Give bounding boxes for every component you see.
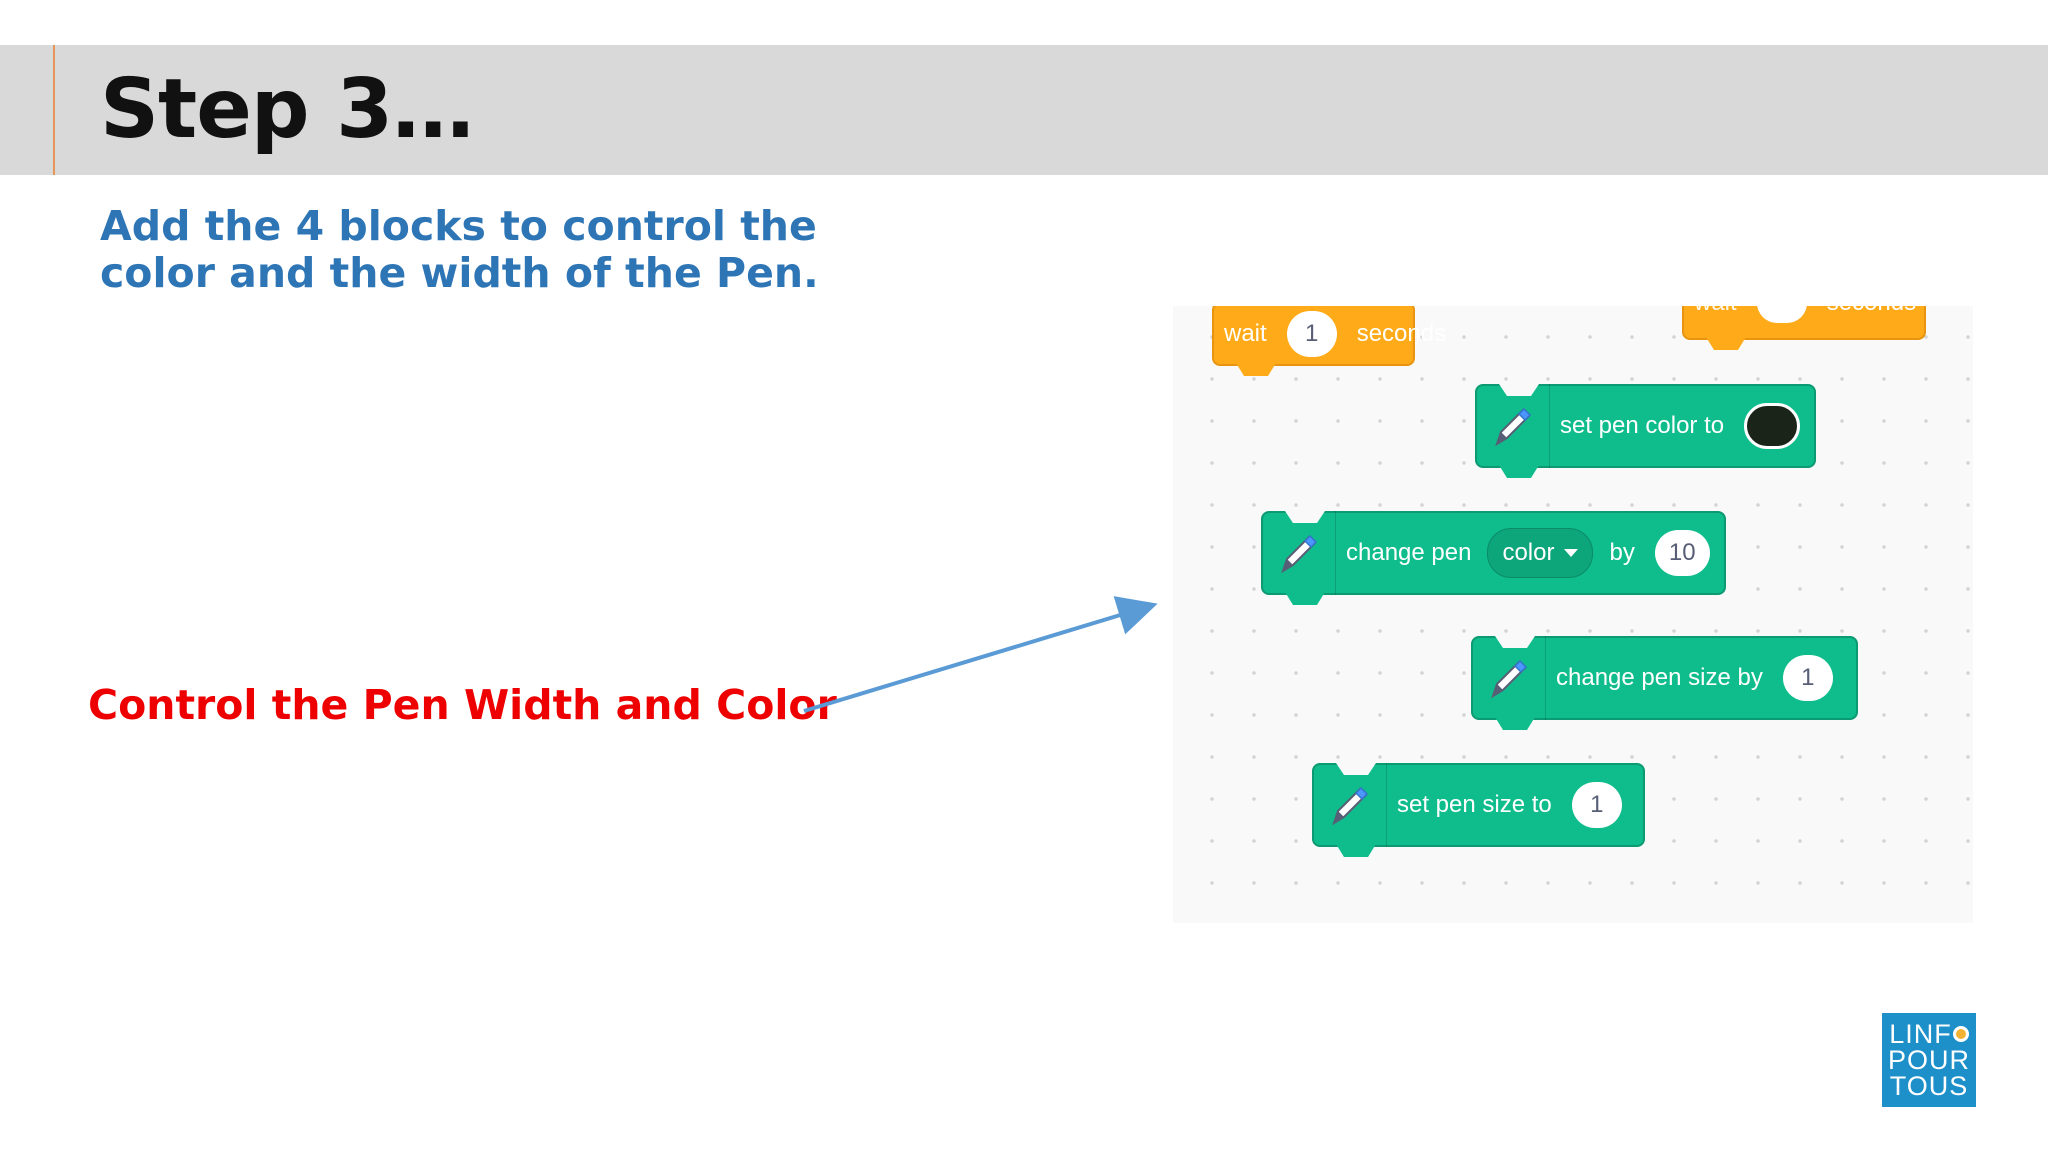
set-pen-size-block[interactable]: set pen size to 1 (1312, 763, 1645, 847)
pen-param-value: color (1502, 539, 1555, 566)
pen-icon (1477, 384, 1550, 468)
callout-label: Control the Pen Width and Color (88, 681, 837, 729)
scratch-workspace[interactable]: wait 1 seconds wait seconds set pen colo… (1173, 306, 1973, 923)
logo-line-3: TOUS (1889, 1071, 1969, 1101)
wait-label-cropped: wait (1694, 306, 1737, 317)
wait-block-cropped[interactable]: wait seconds (1682, 306, 1926, 340)
logo-line-1: LINF (1889, 1019, 1952, 1049)
by-label: by (1609, 539, 1635, 566)
pen-icon (1263, 511, 1336, 595)
wait-label: wait (1224, 320, 1267, 347)
logo-line-2: POUR (1887, 1045, 1970, 1075)
logo-dot-icon (1952, 1026, 1969, 1042)
linfo-pour-tous-logo: LINF POUR TOUS (1882, 1013, 1976, 1107)
wait-seconds-input-cropped[interactable] (1756, 306, 1807, 323)
set-pen-color-block[interactable]: set pen color to (1475, 384, 1816, 468)
set-pen-size-input[interactable]: 1 (1571, 782, 1622, 828)
change-pen-size-label: change pen size by (1556, 664, 1763, 691)
change-pen-size-block[interactable]: change pen size by 1 (1471, 636, 1858, 720)
title-accent-line (53, 45, 55, 175)
change-pen-param-block[interactable]: change pen color by 10 (1261, 511, 1726, 595)
pen-param-dropdown[interactable]: color (1487, 528, 1594, 578)
set-pen-color-label: set pen color to (1560, 412, 1725, 439)
chevron-down-icon (1564, 549, 1579, 557)
slide-title: Step 3… (100, 62, 474, 157)
wait-block[interactable]: wait 1 seconds (1212, 306, 1446, 366)
set-pen-size-label: set pen size to (1397, 791, 1552, 818)
title-bar (0, 45, 2048, 175)
wait-seconds-input[interactable]: 1 (1286, 311, 1337, 357)
change-pen-size-input[interactable]: 1 (1782, 655, 1833, 701)
wait-seconds-label: seconds (1356, 320, 1447, 347)
slide-subtitle: Add the 4 blocks to control the color an… (100, 202, 819, 297)
pen-color-swatch[interactable] (1744, 403, 1801, 449)
pen-icon (1314, 763, 1387, 847)
change-pen-label: change pen (1346, 539, 1472, 566)
wait-seconds-label-cropped: seconds (1827, 306, 1916, 317)
change-pen-amount-input[interactable]: 10 (1654, 530, 1710, 576)
pen-icon (1473, 636, 1546, 720)
